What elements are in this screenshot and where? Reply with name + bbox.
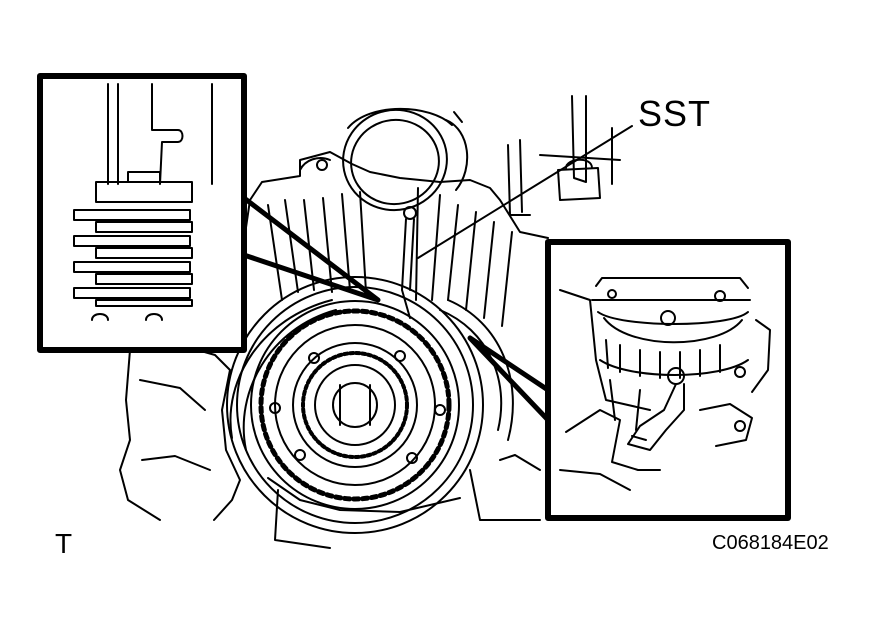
right-inset <box>467 239 791 521</box>
sst-label: SST <box>638 93 712 134</box>
sst-leader-line <box>417 125 633 259</box>
figure-code-label: C068184E02 <box>712 532 829 554</box>
left-inset <box>37 73 381 353</box>
left-inset-pointer <box>241 195 381 303</box>
dial-indicator <box>342 107 469 319</box>
transmission-case <box>119 95 621 549</box>
corner-label: T <box>55 528 73 559</box>
right-inset-pointer <box>467 335 551 423</box>
gear-assembly <box>226 276 514 534</box>
